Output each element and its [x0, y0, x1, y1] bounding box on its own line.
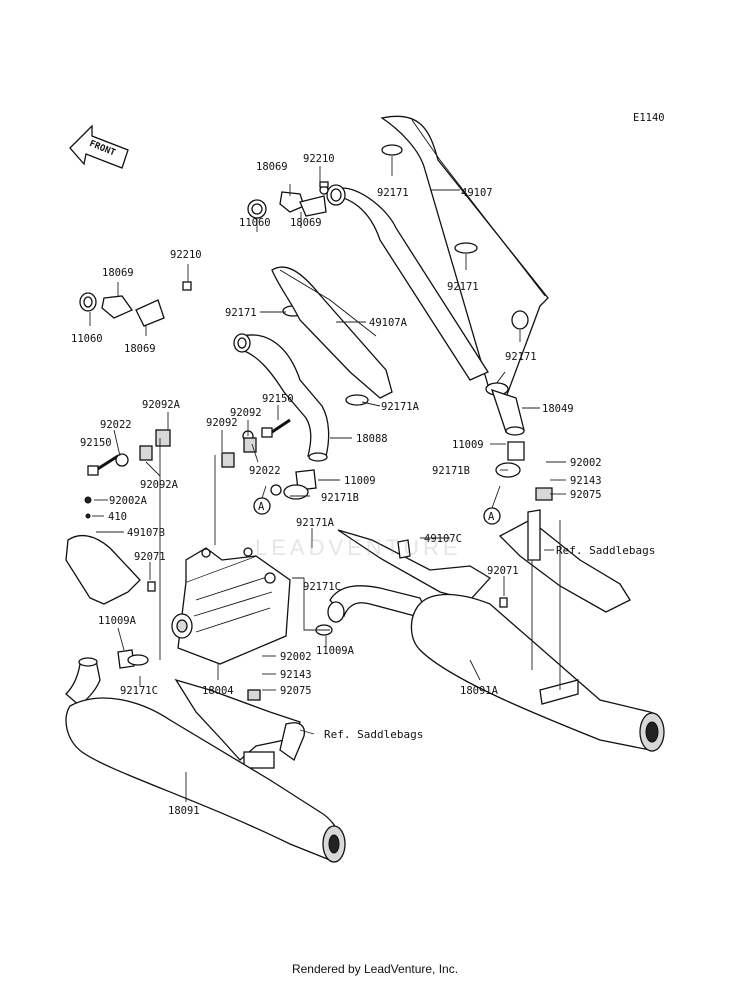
header-pipe-left [233, 333, 330, 462]
heat-shield-49107A [271, 266, 393, 399]
callout-a-right: A [483, 485, 501, 525]
diagram-code: E1140 [633, 112, 665, 124]
part-label: 18049 [542, 403, 574, 415]
part-label: 92143 [570, 475, 602, 487]
muffler-18091 [65, 697, 346, 863]
part-label: 410 [108, 511, 127, 523]
part-label: 18069 [256, 161, 288, 173]
part-label: 92150 [262, 393, 294, 405]
pipe-18049 [490, 388, 525, 436]
part-label: 92171 [505, 351, 537, 363]
header-pipe-upper [326, 184, 489, 381]
part-label: 92075 [570, 489, 602, 501]
part-label: 92171 [377, 187, 409, 199]
part-label: 18069 [124, 343, 156, 355]
part-label: 92022 [249, 465, 281, 477]
watermark: LEADVENTURE [255, 535, 462, 560]
part-label: 92002 [570, 457, 602, 469]
part-label: 92171B [321, 492, 359, 504]
flange-left [79, 281, 192, 327]
part-label: 92210 [303, 153, 335, 165]
elbow-pipe-left [65, 649, 149, 707]
part-label: 11009 [344, 475, 376, 487]
footer-credit: Rendered by LeadVenture, Inc. [291, 962, 459, 976]
part-label: 92171C [303, 581, 341, 593]
part-label: 92171 [225, 307, 257, 319]
muffler-18091A [410, 593, 665, 752]
part-label: 18004 [202, 685, 234, 697]
leader-lines [89, 156, 566, 802]
part-label: 92092 [206, 417, 238, 429]
bracket-right [498, 487, 631, 705]
part-label: 49107A [369, 317, 408, 329]
part-label: 11009A [316, 645, 355, 657]
part-label: 92002 [280, 651, 312, 663]
exhaust-pipe-49107 [380, 115, 549, 401]
part-labels: 18069 92210 11060 18069 92171 49107 9217… [71, 153, 655, 817]
part-label: 92071 [487, 565, 519, 577]
flange-top [247, 181, 329, 219]
part-label: 18069 [290, 217, 322, 229]
part-label: 18091A [460, 685, 499, 697]
part-label: 11009A [98, 615, 137, 627]
part-label: 92171B [432, 465, 470, 477]
part-label: 18069 [102, 267, 134, 279]
connector-pipe-right [315, 585, 432, 636]
part-label: 49107B [127, 527, 165, 539]
svg-text:A: A [488, 511, 495, 523]
ref-saddlebags-right: Ref. Saddlebags [556, 544, 655, 557]
part-label: 18091 [168, 805, 200, 817]
part-label: 18088 [356, 433, 388, 445]
part-label: 11060 [239, 217, 271, 229]
svg-text:A: A [258, 501, 265, 513]
heat-shield-49107B [65, 534, 156, 605]
part-label: 92171C [120, 685, 158, 697]
part-label: 92002A [109, 495, 148, 507]
front-arrow-icon: FRONT [69, 124, 129, 169]
part-label: 92022 [100, 419, 132, 431]
part-label: 92075 [280, 685, 312, 697]
heat-shield-49107C [337, 529, 508, 608]
part-label: 92143 [280, 669, 312, 681]
part-label: 11060 [71, 333, 103, 345]
part-label: 49107C [424, 533, 462, 545]
muffler-18004 [171, 547, 291, 665]
part-label: 92092A [140, 479, 179, 491]
part-label: 92171A [381, 401, 420, 413]
nut-icon [139, 429, 257, 468]
part-label: 49107 [461, 187, 493, 199]
part-label: 92210 [170, 249, 202, 261]
part-label: 11009 [452, 439, 484, 451]
part-label: 92150 [80, 437, 112, 449]
part-label: 92171A [296, 517, 335, 529]
part-label: 92171 [447, 281, 479, 293]
part-label: 92092A [142, 399, 181, 411]
bolt-icon [84, 418, 291, 519]
bracket-left [174, 678, 306, 769]
ref-saddlebags-left: Ref. Saddlebags [324, 728, 423, 741]
part-label: 92071 [134, 551, 166, 563]
callout-a-left: A [253, 485, 271, 515]
part-label: 92092 [230, 407, 262, 419]
